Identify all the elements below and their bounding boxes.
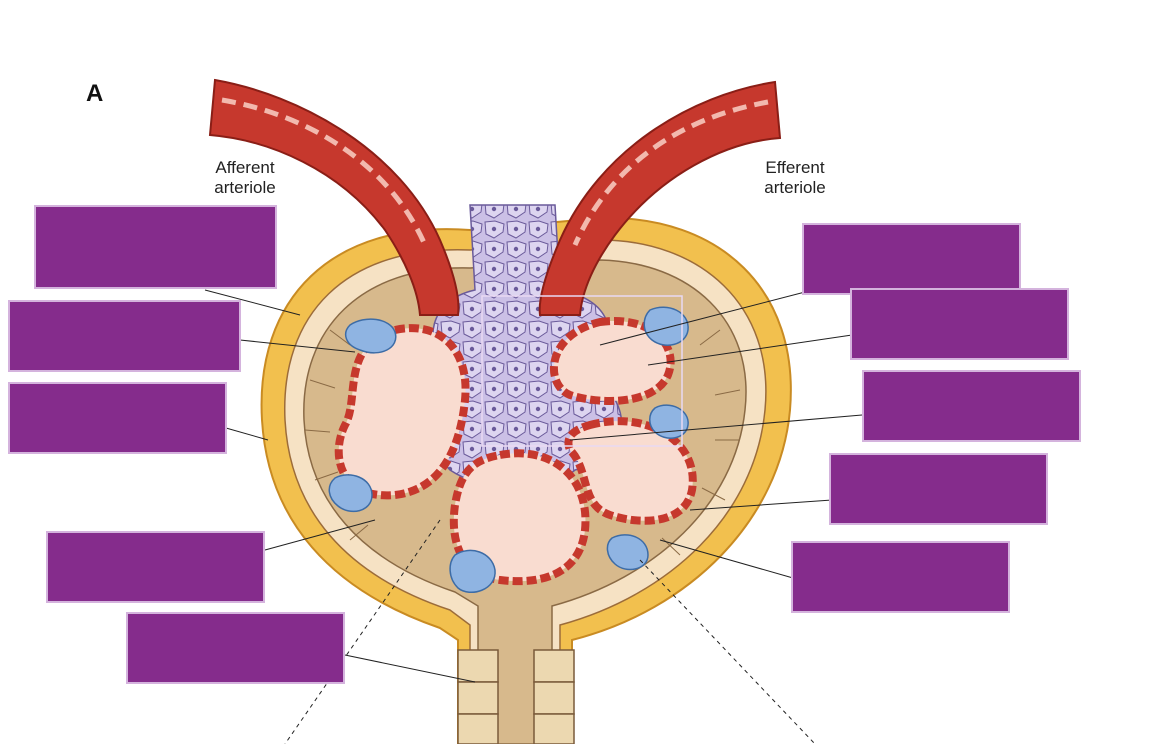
- highlight-box: [481, 295, 683, 447]
- leader-lines: [204, 289, 863, 683]
- label-box-left-5[interactable]: [126, 612, 345, 684]
- efferent-label-line2: arteriole: [764, 178, 826, 197]
- panel-letter: A: [86, 80, 104, 107]
- label-box-left-3[interactable]: [8, 382, 227, 454]
- label-box-right-3[interactable]: [862, 370, 1081, 442]
- capsule-radial-lines: [304, 329, 741, 556]
- label-box-right-4[interactable]: [829, 453, 1048, 525]
- label-box-right-1[interactable]: [802, 223, 1021, 295]
- afferent-arteriole-label: Afferent arteriole: [200, 158, 290, 198]
- label-box-right-5[interactable]: [791, 541, 1010, 613]
- afferent-label-line1: Afferent: [215, 158, 275, 177]
- efferent-arteriole: [538, 80, 782, 316]
- podocytes: [328, 306, 689, 593]
- capillary-loop-left: [334, 324, 470, 500]
- label-box-left-2[interactable]: [8, 300, 241, 372]
- proximal-tubule: [457, 649, 575, 745]
- afferent-arteriole: [208, 78, 460, 316]
- afferent-label-line2: arteriole: [214, 178, 276, 197]
- label-box-right-2[interactable]: [850, 288, 1069, 360]
- label-box-left-1[interactable]: [34, 205, 277, 289]
- label-box-left-4[interactable]: [46, 531, 265, 603]
- efferent-label-line1: Efferent: [765, 158, 825, 177]
- capillary-loop-center: [449, 449, 590, 586]
- efferent-arteriole-label: Efferent arteriole: [750, 158, 840, 198]
- zoom-lines: [284, 519, 816, 745]
